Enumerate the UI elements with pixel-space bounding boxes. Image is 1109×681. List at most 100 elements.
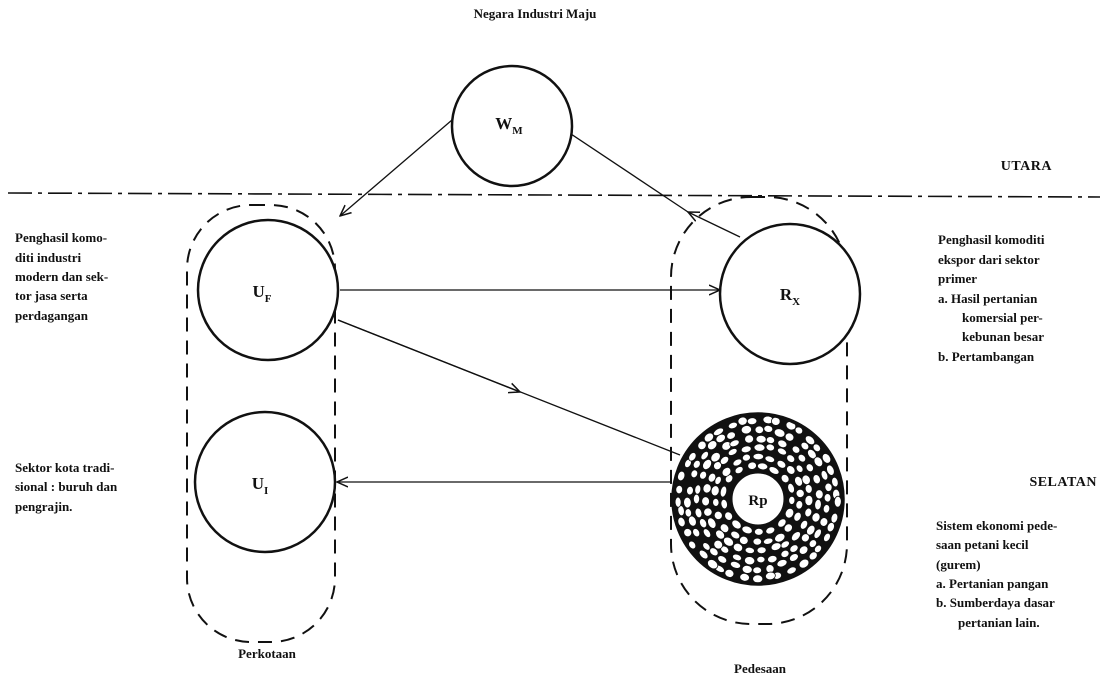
- node-rx-label: RX: [780, 285, 800, 308]
- rp-texture-cell: [727, 421, 738, 430]
- desc-rx-line: Penghasil komoditi: [938, 232, 1045, 247]
- rp-texture-cell: [819, 517, 829, 527]
- node-ui-label: UI: [252, 474, 269, 497]
- rp-texture-cell: [812, 474, 821, 485]
- rp-texture-cell: [811, 512, 821, 523]
- rp-texture-cell: [719, 485, 728, 498]
- node-wm-label: WM: [495, 114, 523, 137]
- rp-texture-cell: [765, 571, 776, 581]
- rp-texture-cell: [798, 545, 809, 555]
- rp-texture-cell: [780, 549, 790, 558]
- rp-texture-cell: [764, 455, 776, 463]
- rp-texture-cell: [717, 555, 728, 564]
- rural-group-boundary: [670, 196, 848, 625]
- rp-texture-cell: [707, 517, 717, 529]
- node-rp-label: Rp: [748, 493, 767, 509]
- rp-texture-cell: [731, 519, 742, 530]
- desc-ui: Sektor kota tradi- sional : buruh dan pe…: [15, 460, 121, 514]
- rp-texture-cell: [823, 532, 831, 543]
- desc-uf-line: perdagangan: [15, 308, 89, 323]
- rp-texture-cell: [683, 496, 692, 509]
- rp-texture-cell: [744, 556, 756, 566]
- rp-texture-cell: [707, 472, 717, 483]
- rp-texture-cell: [744, 434, 754, 444]
- rp-texture-cell: [713, 510, 723, 520]
- rp-texture-cell: [786, 465, 796, 475]
- rp-texture-cell: [699, 518, 708, 529]
- desc-rx-line: kebunan besar: [962, 329, 1044, 344]
- rp-texture-cell: [746, 417, 758, 426]
- rp-texture-cell: [795, 464, 804, 473]
- rp-texture-cell: [721, 466, 732, 477]
- rp-texture-cell: [795, 500, 804, 510]
- node-uf-circle: [196, 218, 340, 362]
- rp-texture-cell: [702, 483, 712, 494]
- desc-rp-line: pertanian lain.: [958, 615, 1040, 630]
- rp-texture-cell: [823, 493, 832, 503]
- rp-texture-cell: [774, 532, 786, 543]
- rp-texture-cell: [732, 542, 744, 553]
- rp-texture-cell: [703, 432, 714, 443]
- rp-texture-cell: [715, 529, 725, 540]
- rp-texture-cell: [674, 496, 682, 508]
- arrow-uf-to-rp: [337, 319, 520, 392]
- rp-texture-cell: [713, 539, 724, 550]
- rp-texture-cell: [730, 530, 741, 540]
- rp-texture-cell: [767, 555, 778, 564]
- rp-texture-cell: [720, 498, 728, 510]
- rp-texture-cell: [777, 518, 787, 528]
- rp-texture-cell: [784, 507, 795, 519]
- rp-texture-cell: [789, 553, 799, 562]
- node-uf-main: U: [252, 282, 264, 301]
- node-uf: UF: [196, 218, 340, 362]
- rp-texture-cell: [822, 504, 831, 514]
- desc-rx-line: a. Hasil pertanian: [938, 291, 1038, 306]
- rp-texture-cell: [692, 528, 701, 538]
- desc-rp-line: (gurem): [936, 557, 981, 572]
- rp-texture-cell: [752, 566, 762, 575]
- rp-texture-cell: [786, 566, 797, 575]
- rp-texture-cell: [741, 564, 753, 574]
- rp-texture-cell: [683, 528, 693, 538]
- rp-texture-cell: [783, 523, 793, 533]
- node-wm: WM: [450, 64, 574, 188]
- rp-texture-cell: [752, 574, 764, 584]
- rp-texture-cell: [768, 466, 780, 475]
- desc-uf: Penghasil komo- diti industri modern dan…: [15, 230, 111, 323]
- rp-texture-cell: [723, 536, 734, 547]
- node-wm-circle: [450, 64, 574, 188]
- rp-texture-cell: [710, 452, 721, 463]
- desc-uf-line: modern dan sek-: [15, 269, 108, 284]
- rp-texture-cell: [813, 528, 822, 539]
- rp-texture-cell: [814, 489, 824, 500]
- arrow-wm-to-uf: [340, 119, 453, 216]
- desc-rx-line: ekspor dari sektor: [938, 252, 1040, 267]
- node-rx: RX: [718, 222, 862, 366]
- desc-rp-line: b. Sumberdaya dasar: [936, 595, 1055, 610]
- rp-texture-cell: [762, 537, 774, 545]
- desc-rp-line: Sistem ekonomi pede-: [936, 518, 1057, 533]
- rp-texture-cell: [752, 452, 765, 461]
- arrow-rx-to-wm: [688, 212, 741, 238]
- rp-texture-cell: [813, 456, 824, 468]
- rp-texture-cell: [753, 443, 766, 452]
- rp-texture-cell: [786, 454, 796, 463]
- rp-texture-cell: [692, 493, 700, 505]
- rp-texture-cell: [800, 441, 810, 451]
- rp-texture-cell: [808, 551, 818, 561]
- rp-texture-cell: [770, 542, 782, 551]
- node-uf-label: UF: [252, 282, 271, 305]
- north-south-divider: [7, 192, 1101, 198]
- rp-texture-cell: [694, 484, 702, 495]
- rp-texture-cell: [740, 425, 752, 435]
- rp-texture-cell: [814, 498, 822, 511]
- rp-texture-cell: [777, 447, 787, 456]
- rp-texture-cell: [794, 426, 804, 435]
- rp-texture-cell: [795, 488, 805, 498]
- rp-texture-cell: [833, 495, 842, 508]
- rp-texture-cell: [820, 470, 829, 481]
- rp-texture-cell: [763, 424, 774, 433]
- rp-texture-cell: [690, 469, 699, 479]
- rp-texture-cell: [688, 452, 697, 462]
- desc-rx: Penghasil komoditi ekspor dari sektor pr…: [938, 232, 1048, 364]
